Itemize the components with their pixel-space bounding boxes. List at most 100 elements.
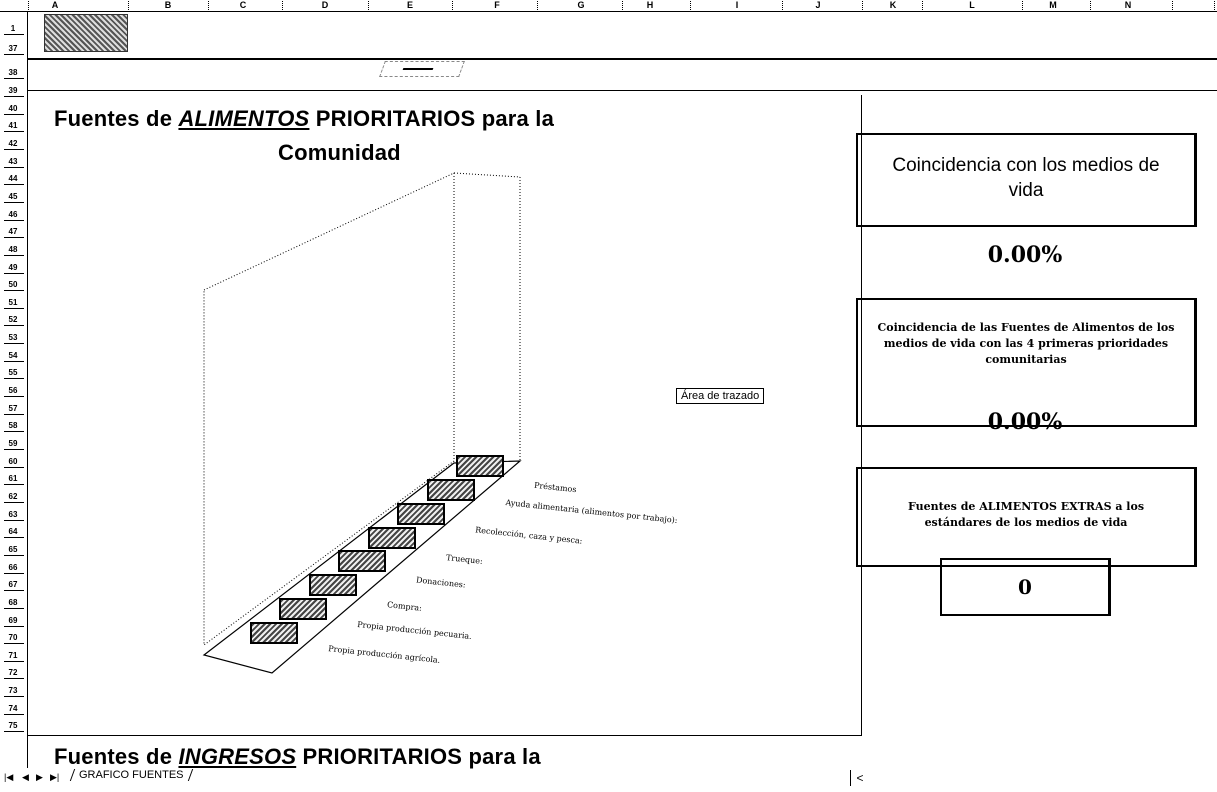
chart-bar[interactable] (308, 574, 357, 597)
column-header-e[interactable]: E (406, 0, 413, 10)
row-header-62[interactable]: 62 (8, 491, 18, 501)
tab-nav-prev[interactable]: ◀ (22, 772, 29, 782)
column-header-h[interactable]: H (646, 0, 654, 10)
row-header-48[interactable]: 48 (8, 244, 18, 254)
row-header-64[interactable]: 64 (8, 527, 18, 537)
extras-title-box: Fuentes de ALIMENTOS EXTRAS a los estánd… (856, 467, 1197, 567)
column-separator[interactable] (28, 1, 29, 10)
column-separator[interactable] (862, 1, 863, 10)
column-header-n[interactable]: N (1124, 0, 1132, 10)
row-header-43[interactable]: 43 (8, 156, 18, 166)
row-header-58[interactable]: 58 (8, 421, 18, 431)
row-header-68[interactable]: 68 (8, 597, 18, 607)
tab-nav-first[interactable]: |◀ (4, 772, 14, 782)
row-header-71[interactable]: 71 (8, 650, 18, 660)
column-header-l[interactable]: L (969, 0, 975, 10)
row-separator (4, 113, 24, 115)
row-header-75[interactable]: 75 (8, 721, 18, 731)
row-header-51[interactable]: 51 (8, 297, 18, 307)
row-header-39[interactable]: 39 (8, 86, 18, 95)
chart-bar[interactable] (338, 550, 387, 573)
row-header-65[interactable]: 65 (8, 544, 18, 554)
chart-bar[interactable] (426, 478, 475, 501)
button-shape[interactable] (379, 61, 465, 77)
row-header-66[interactable]: 66 (8, 562, 18, 572)
row-header-44[interactable]: 44 (8, 174, 18, 184)
chart-bar[interactable] (456, 455, 504, 477)
coincidence-value: 0.00% (987, 242, 1063, 268)
column-separator[interactable] (537, 1, 538, 10)
column-separator[interactable] (1022, 1, 1023, 10)
column-header-b[interactable]: B (164, 0, 172, 10)
row-separator (4, 148, 24, 150)
column-separator[interactable] (922, 1, 923, 10)
row-header-54[interactable]: 54 (8, 350, 18, 360)
row-header-57[interactable]: 57 (8, 403, 18, 413)
row-header-53[interactable]: 53 (8, 333, 18, 343)
row-header-69[interactable]: 69 (8, 615, 18, 625)
tab-nav-next[interactable]: ▶ (36, 772, 43, 782)
row-header-73[interactable]: 73 (8, 686, 18, 696)
chart-bar[interactable] (397, 502, 446, 525)
column-separator[interactable] (282, 1, 283, 10)
row-header-63[interactable]: 63 (8, 509, 18, 519)
side-wall-top (453, 172, 521, 178)
column-header-k[interactable]: K (889, 0, 897, 10)
row-header-60[interactable]: 60 (8, 456, 18, 466)
column-separator[interactable] (208, 1, 209, 10)
row-header-61[interactable]: 61 (8, 474, 18, 484)
row-header-50[interactable]: 50 (8, 280, 18, 290)
row-separator (4, 78, 24, 79)
row-separator (4, 396, 24, 398)
horizontal-scrollbar[interactable]: < (850, 770, 869, 786)
row-header-40[interactable]: 40 (8, 103, 18, 113)
column-header-d[interactable]: D (321, 0, 329, 10)
food-sources-chart[interactable] (27, 95, 862, 736)
column-header-g[interactable]: G (577, 0, 585, 10)
row-header-70[interactable]: 70 (8, 633, 18, 643)
row-header-1[interactable]: 1 (10, 24, 16, 33)
column-separator[interactable] (1172, 1, 1173, 10)
row-header-56[interactable]: 56 (8, 386, 18, 396)
column-header-f[interactable]: F (494, 0, 500, 10)
coincidence-title-box: Coincidencia con los medios de vida (856, 133, 1197, 227)
row-header-74[interactable]: 74 (8, 703, 18, 713)
column-separator[interactable] (690, 1, 691, 10)
tab-nav-last[interactable]: ▶| (50, 772, 60, 782)
column-header-c[interactable]: C (239, 0, 247, 10)
row-separator (4, 643, 24, 645)
row-separator (4, 307, 24, 309)
row-header-42[interactable]: 42 (8, 138, 18, 148)
column-separator[interactable] (452, 1, 453, 10)
column-separator[interactable] (1214, 1, 1215, 10)
row-header-55[interactable]: 55 (8, 368, 18, 378)
column-separator[interactable] (622, 1, 623, 10)
column-header-m[interactable]: M (1049, 0, 1057, 10)
chart-bar[interactable] (367, 526, 416, 549)
column-header-a[interactable]: A (51, 0, 59, 10)
coincidence-title: Coincidencia con los medios de vida (892, 155, 1160, 201)
column-separator[interactable] (1090, 1, 1091, 10)
row-header-72[interactable]: 72 (8, 668, 18, 678)
row-header-49[interactable]: 49 (8, 262, 18, 272)
column-header-i[interactable]: I (735, 0, 739, 10)
sheet-tab-grafico-fuentes[interactable]: GRAFICO FUENTES (69, 769, 193, 781)
row-header-41[interactable]: 41 (8, 121, 18, 131)
row-separator (4, 696, 24, 698)
row-header-67[interactable]: 67 (8, 580, 18, 590)
row-header-52[interactable]: 52 (8, 315, 18, 325)
chart-bar[interactable] (279, 598, 328, 621)
income-title-emphasis: INGRESOS (178, 744, 297, 769)
column-separator[interactable] (782, 1, 783, 10)
column-header-j[interactable]: J (815, 0, 821, 10)
row-header-46[interactable]: 46 (8, 209, 18, 219)
row-header-38[interactable]: 38 (8, 68, 18, 77)
column-separator[interactable] (128, 1, 129, 10)
column-separator[interactable] (368, 1, 369, 10)
row-header-59[interactable]: 59 (8, 439, 18, 448)
row-header-37[interactable]: 37 (8, 44, 18, 53)
row-header-45[interactable]: 45 (8, 191, 18, 201)
row-separator (4, 272, 24, 274)
row-header-47[interactable]: 47 (8, 227, 18, 237)
chart-bar[interactable] (250, 622, 298, 644)
